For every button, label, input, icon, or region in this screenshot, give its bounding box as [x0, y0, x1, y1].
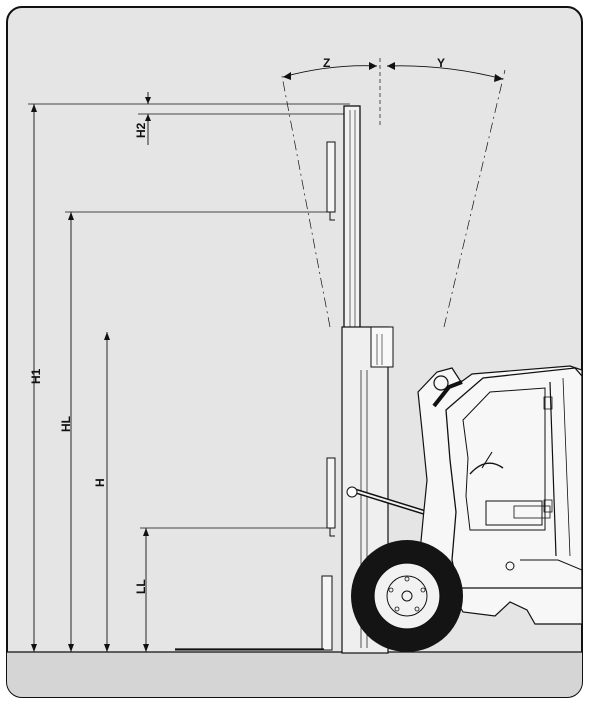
y-angle-arc: [386, 65, 504, 80]
h-top-arrow: [104, 332, 110, 340]
h1-top-arrow: [31, 104, 37, 112]
z-right-arrow: [369, 62, 377, 70]
label-hl: HL: [59, 416, 73, 432]
ll-top-arrow: [143, 528, 149, 536]
tilt-cylinder-highlight: [351, 489, 437, 517]
cabin-pillar: [549, 381, 557, 557]
light-bracket: [432, 380, 463, 408]
label-h: H: [93, 478, 107, 487]
cabin-outline: [445, 367, 582, 589]
h2-bottom-arrow: [145, 114, 151, 121]
ll-bottom-arrow: [143, 644, 149, 652]
label-h2: H2: [134, 122, 148, 138]
label-ll: LL: [134, 579, 148, 594]
work-light: [433, 375, 449, 391]
steering-column: [481, 451, 493, 469]
z-angle-arc: [282, 65, 378, 78]
body-bolt: [505, 561, 515, 571]
cabin-panel: [485, 500, 543, 526]
front-wheel: [351, 540, 463, 652]
ground-band: [7, 652, 582, 697]
h1-bottom-arrow: [31, 644, 37, 652]
tilt-forward-line: [443, 69, 506, 328]
steering-wheel: [469, 462, 504, 475]
door-hinge-bottom: [543, 499, 553, 513]
fork-group-bottom: [175, 575, 333, 651]
door-hinge-top: [543, 396, 553, 410]
h2-top-arrow: [145, 97, 151, 104]
cabin-pillar-2: [562, 377, 571, 557]
tilt-back-line: [281, 75, 331, 328]
fork-group-middle: [326, 457, 336, 537]
hl-bottom-arrow: [68, 644, 74, 652]
label-h1: H1: [29, 368, 43, 384]
tilt-cylinder-pin: [346, 486, 358, 498]
label-z: Z: [323, 56, 330, 70]
h-bottom-arrow: [104, 644, 110, 652]
body-panel-line: [520, 559, 582, 571]
y-left-arrow: [387, 62, 395, 70]
fork-group-top: [326, 141, 336, 221]
z-left-arrow: [283, 72, 291, 80]
y-right-arrow: [494, 74, 503, 82]
cabin-window: [462, 387, 546, 531]
hl-top-arrow: [68, 212, 74, 220]
label-y: Y: [437, 56, 445, 70]
